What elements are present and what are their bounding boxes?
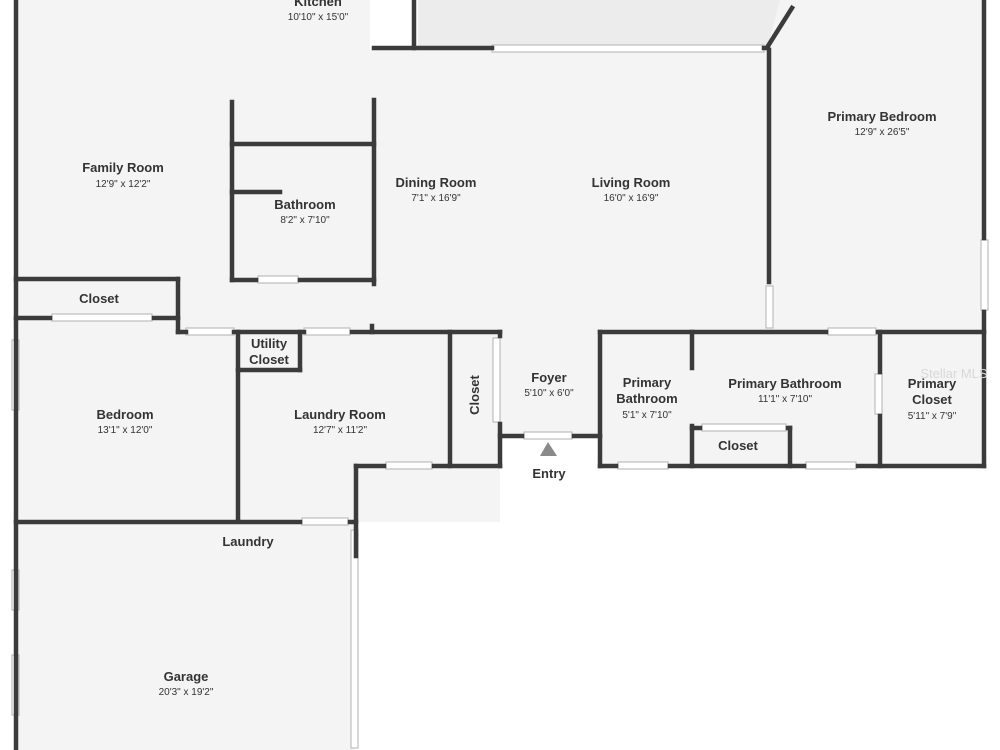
laundry-room-name: Laundry Room bbox=[294, 407, 386, 422]
family-room-dims: 12'9" x 12'2" bbox=[96, 179, 151, 190]
walls bbox=[13, 0, 987, 750]
living-room-dims: 16'0" x 16'9" bbox=[604, 193, 659, 204]
primary-closet-dims: 5'11" x 7'9" bbox=[908, 411, 957, 422]
foyer-name: Foyer bbox=[531, 370, 566, 385]
bathroom-dims: 8'2" x 7'10" bbox=[280, 215, 330, 226]
primary-closet-line1: Primary bbox=[908, 376, 957, 391]
bathroom-name: Bathroom bbox=[274, 197, 335, 212]
patio-tile bbox=[418, 0, 780, 46]
family-room-name: Family Room bbox=[82, 160, 164, 175]
kitchen-name: Kitchen bbox=[294, 0, 342, 9]
entry-label: Entry bbox=[532, 466, 566, 481]
garage-dims: 20'3" x 19'2" bbox=[159, 687, 214, 698]
laundry-room-dims: 12'7" x 11'2" bbox=[313, 425, 368, 436]
utility-closet-line2: Closet bbox=[249, 352, 289, 367]
bedroom-dims: 13'1" x 12'0" bbox=[98, 425, 153, 436]
dining-room-name: Dining Room bbox=[396, 175, 477, 190]
garage-name: Garage bbox=[164, 669, 209, 684]
primary-bedroom-name: Primary Bedroom bbox=[827, 109, 936, 124]
primary-bathroom-small-line1: Primary bbox=[623, 375, 672, 390]
kitchen-dims: 10'10" x 15'0" bbox=[288, 12, 349, 23]
primary-bathroom-name: Primary Bathroom bbox=[728, 376, 841, 391]
primary-bathroom-dims: 11'1" x 7'10" bbox=[758, 394, 813, 405]
foyer-dims: 5'10" x 6'0" bbox=[524, 388, 574, 399]
primary-bathroom-small-line2: Bathroom bbox=[616, 391, 677, 406]
utility-closet-line1: Utility bbox=[251, 336, 288, 351]
closet-west-name: Closet bbox=[79, 291, 119, 306]
primary-closet-line2: Closet bbox=[912, 392, 952, 407]
room-labels: Kitchen 10'10" x 15'0" Family Room 12'9"… bbox=[79, 0, 988, 698]
closet-bath-name: Closet bbox=[718, 438, 758, 453]
closet-foyer-name: Closet bbox=[467, 374, 482, 414]
laundry-label: Laundry bbox=[222, 534, 274, 549]
dining-room-dims: 7'1" x 16'9" bbox=[411, 193, 461, 204]
watermark: Stellar MLS bbox=[920, 366, 988, 381]
entry-arrow-icon bbox=[540, 442, 557, 456]
primary-bedroom-dims: 12'9" x 26'5" bbox=[855, 127, 910, 138]
primary-bathroom-small-dims: 5'1" x 7'10" bbox=[622, 410, 672, 421]
living-room-name: Living Room bbox=[592, 175, 671, 190]
bedroom-name: Bedroom bbox=[96, 407, 153, 422]
